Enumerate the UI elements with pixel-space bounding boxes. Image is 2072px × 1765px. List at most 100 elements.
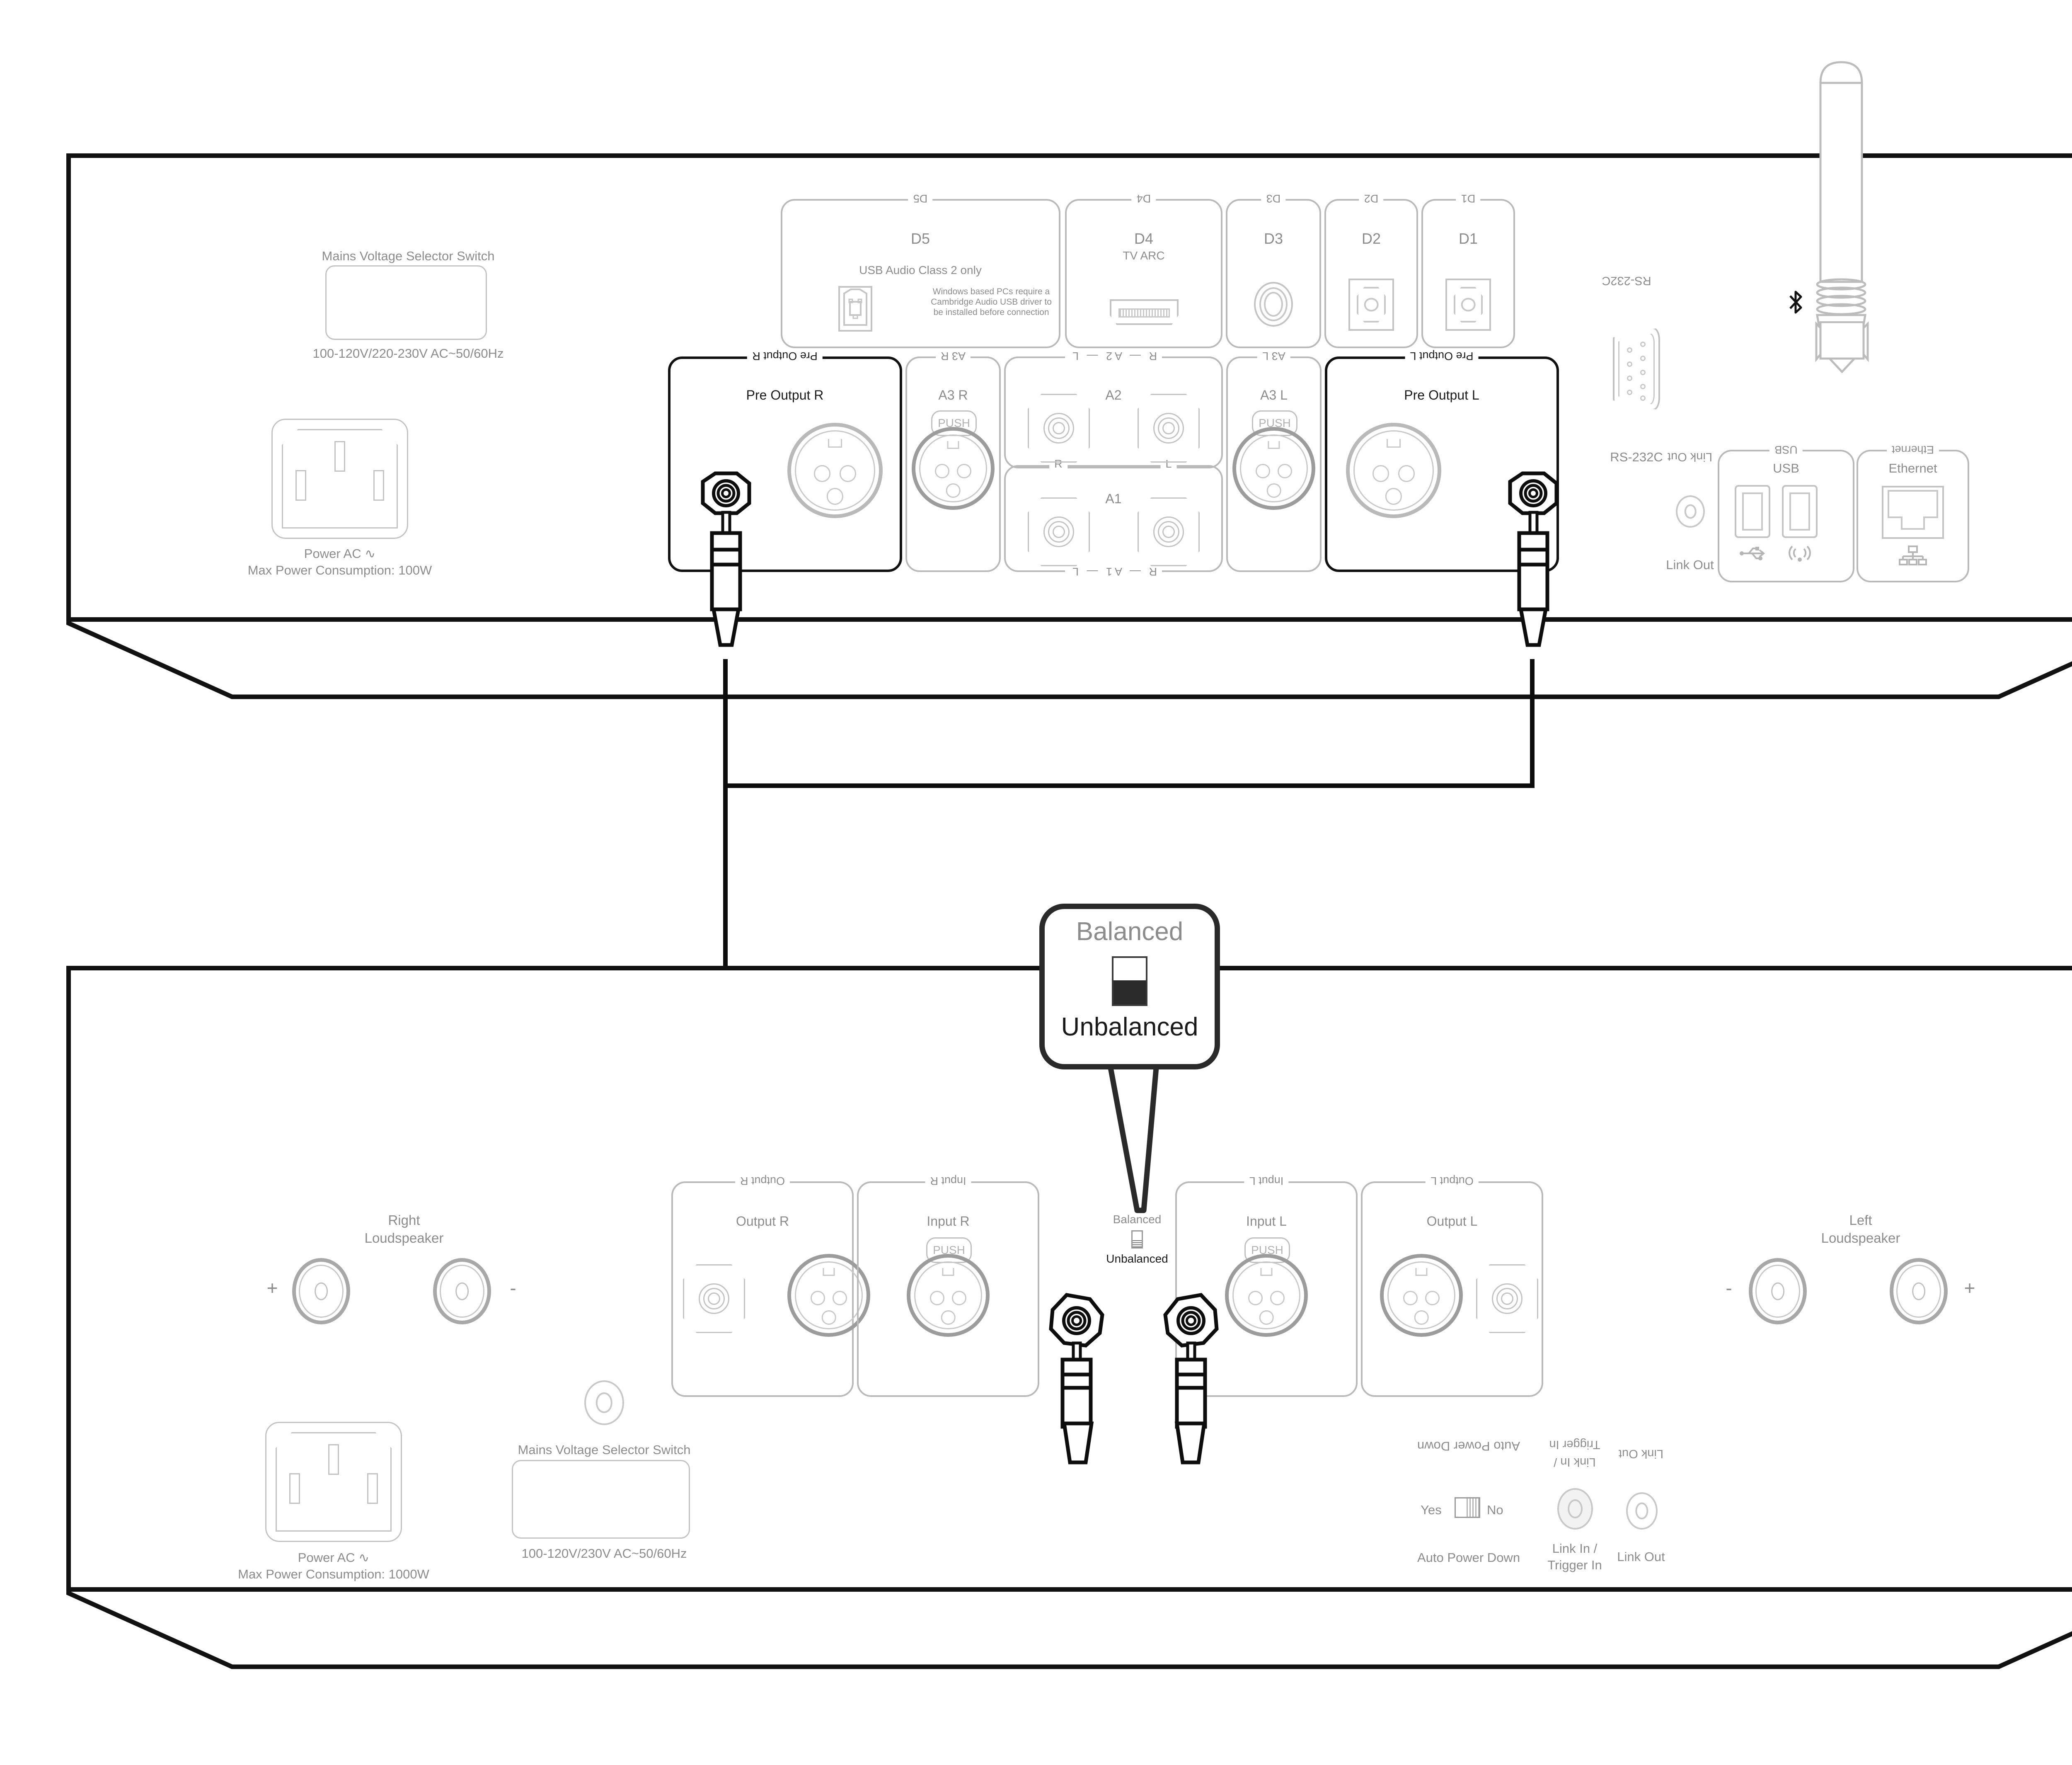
usb-a-port-1[interactable] <box>1735 485 1770 538</box>
bluetooth-icon <box>1786 289 1806 315</box>
input-l-top-label: Input L <box>1244 1174 1289 1187</box>
preamp-link-out-jack[interactable] <box>1676 495 1705 528</box>
ethernet-group-top-label: Ethernet <box>1886 443 1939 456</box>
a1-mid-left-label: R <box>1049 458 1067 471</box>
optical-jack-icon-d1 <box>1445 279 1491 331</box>
network-icon <box>1899 546 1927 565</box>
wifi-wireless-icon <box>1788 543 1811 563</box>
a3r-xlr-jack[interactable] <box>912 427 995 510</box>
pre-output-r-label: Pre Output R <box>746 388 824 402</box>
a3l-xlr-jack[interactable] <box>1232 427 1315 510</box>
a2-rca-r[interactable] <box>1028 394 1090 463</box>
balanced-unbalanced-toggle[interactable] <box>1112 956 1147 1006</box>
preamp-power-consumption: Max Power Consumption: 100W <box>247 563 432 577</box>
rs232-dsub-connector[interactable] <box>1613 327 1660 410</box>
poweramp-link-out-label: Link Out <box>1617 1549 1665 1564</box>
digital-input-d4-label: D4 <box>1134 230 1154 247</box>
output-l-label: Output L <box>1426 1214 1478 1229</box>
poweramp-link-out-jack[interactable] <box>1626 1492 1658 1530</box>
panel-toggle-right <box>1133 1239 1142 1247</box>
toggle-upper-half <box>1113 958 1146 980</box>
panel-balanced-toggle[interactable] <box>1131 1230 1143 1249</box>
poweramp-aux-jack[interactable] <box>584 1380 624 1425</box>
auto-power-down-switch[interactable] <box>1455 1497 1480 1518</box>
rs232-top-label: RS-232C <box>1602 274 1651 288</box>
input-r-xlr-jack[interactable] <box>907 1254 990 1337</box>
callout-unbalanced-label: Unbalanced <box>1061 1013 1198 1041</box>
right-speaker-plus-label: + <box>266 1277 278 1299</box>
preamp-power-inlet <box>271 419 408 539</box>
rca-plug-input-r <box>1040 1293 1119 1430</box>
usb-trident-icon <box>1739 545 1767 562</box>
auto-power-down-yes-label: Yes <box>1421 1503 1442 1517</box>
rs232-label: RS-232C <box>1610 450 1663 464</box>
preamp-mains-selector-label: Mains Voltage Selector Switch <box>322 249 495 263</box>
left-speaker-positive-post[interactable] <box>1890 1258 1948 1324</box>
callout-tail <box>1094 1065 1185 1219</box>
preamp-link-out-top-label: Link Out <box>1668 450 1712 464</box>
balanced-unbalanced-callout: Balanced Unbalanced <box>1039 904 1220 1069</box>
output-l-rca-jack[interactable] <box>1476 1264 1538 1333</box>
digital-input-d5-note-title: USB Audio Class 2 only <box>859 264 982 276</box>
rca-plug-input-l <box>1153 1293 1232 1430</box>
link-in-trigger-in-jack[interactable] <box>1557 1488 1593 1530</box>
a3l-label: A3 L <box>1260 388 1288 402</box>
digital-input-d2-top-label: D2 <box>1359 192 1384 205</box>
a1-rca-r[interactable] <box>1028 497 1090 566</box>
input-l-label: Input L <box>1246 1214 1287 1229</box>
a3r-top-label: A3 R <box>935 349 971 362</box>
a1-label: A1 <box>1105 491 1122 506</box>
rj45-ethernet-port[interactable] <box>1882 486 1944 539</box>
antenna-base-icon <box>1805 321 1879 375</box>
right-loudspeaker-label-line1: Right <box>388 1212 420 1228</box>
rca-plug-input-r-boot <box>1053 1421 1115 1472</box>
callout-balanced-label: Balanced <box>1076 917 1184 946</box>
pre-output-r-top-label: Pre Output R <box>747 349 823 362</box>
output-r-xlr-jack[interactable] <box>787 1254 870 1337</box>
hdmi-icon <box>1110 299 1179 325</box>
poweramp-mains-selector-value: 100-120V/230V AC~50/60Hz <box>521 1546 687 1561</box>
preamp-mains-selector-switch[interactable] <box>325 265 487 340</box>
pre-output-l-xlr-jack[interactable] <box>1346 423 1441 518</box>
rca-plug-preout-r <box>688 471 762 667</box>
right-speaker-negative-post[interactable] <box>433 1258 491 1324</box>
auto-power-down-no-label: No <box>1487 1503 1503 1517</box>
output-l-xlr-jack[interactable] <box>1380 1254 1463 1337</box>
poweramp-power-label: Power AC ∿ <box>298 1550 370 1565</box>
a3l-top-label: A3 L <box>1257 349 1290 362</box>
toggle-lower-half <box>1113 980 1146 1004</box>
input-r-top-label: Input R <box>925 1174 971 1187</box>
a2-rca-l[interactable] <box>1138 394 1200 463</box>
output-r-rca-jack[interactable] <box>683 1264 745 1333</box>
left-speaker-plus-label: + <box>1964 1277 1975 1299</box>
output-r-top-label: Output R <box>735 1174 790 1187</box>
a2-top-label: R — A2 — L <box>1065 349 1162 362</box>
rca-plug-input-l-boot <box>1165 1421 1227 1472</box>
poweramp-mains-selector-switch[interactable] <box>512 1460 690 1539</box>
panel-toggle-left <box>1133 1232 1142 1239</box>
pre-output-l-label: Pre Output L <box>1404 388 1479 402</box>
optical-jack-icon-d2 <box>1348 279 1394 331</box>
rca-plug-preout-l <box>1495 471 1570 667</box>
cable-left-vertical-upper <box>1530 659 1535 788</box>
right-speaker-minus-label: - <box>510 1277 516 1299</box>
output-r-label: Output R <box>736 1214 789 1229</box>
a1-rca-l[interactable] <box>1138 497 1200 566</box>
panel-balanced-label: Balanced <box>1113 1213 1162 1226</box>
digital-input-d3-top-label: D3 <box>1261 192 1286 205</box>
usb-a-port-2[interactable] <box>1782 485 1818 538</box>
preamp-link-out-label: Link Out <box>1666 558 1714 572</box>
bluetooth-antenna-icon <box>1801 50 1883 332</box>
preamp-mains-selector-value: 100-120V/220-230V AC~50/60Hz <box>312 346 504 361</box>
left-loudspeaker-label-line2: Loudspeaker <box>1821 1230 1900 1246</box>
a1-mid-right-label: L <box>1160 458 1177 471</box>
input-l-xlr-jack[interactable] <box>1225 1254 1308 1337</box>
pre-output-l-top-label: Pre Output L <box>1405 349 1479 362</box>
digital-input-d2-label: D2 <box>1361 230 1381 247</box>
cable-left-horizontal-jog <box>723 783 1535 788</box>
right-speaker-positive-post[interactable] <box>292 1258 350 1324</box>
link-trigger-top-label-line2: Trigger In <box>1549 1438 1600 1452</box>
pre-output-r-xlr-jack[interactable] <box>787 423 883 518</box>
left-speaker-negative-post[interactable] <box>1749 1258 1807 1324</box>
poweramp-chassis <box>66 966 2072 1592</box>
